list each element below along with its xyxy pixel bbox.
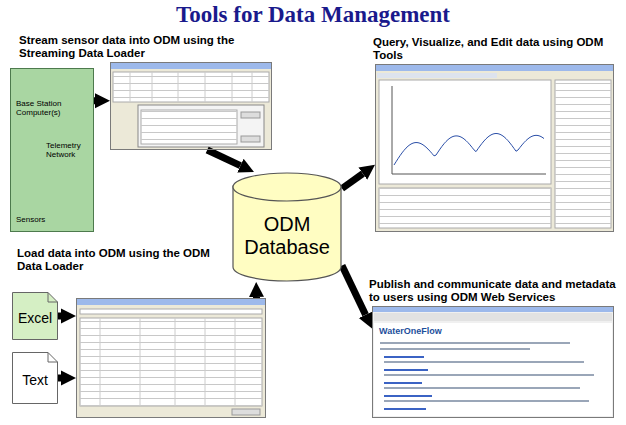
data-loader-window xyxy=(232,409,260,415)
streaming-loader-window xyxy=(130,72,252,102)
streaming-loader-window xyxy=(113,72,269,102)
streaming-loader-window xyxy=(178,72,179,102)
data-loader-window xyxy=(100,318,235,406)
web-services-screenshot: Publish and communicate data and metadat… xyxy=(372,306,614,418)
odm-tools-window xyxy=(375,64,614,232)
odm-tools-screenshot: Query, Visualize, and Edit data using OD… xyxy=(375,64,614,232)
odm-tools-window xyxy=(375,64,614,71)
web-services-window xyxy=(384,361,584,363)
flow-arrow xyxy=(58,313,61,320)
data-loader-window xyxy=(235,318,236,406)
odm-tools-window xyxy=(379,188,551,228)
web-services-window xyxy=(384,374,594,376)
cylinder-top xyxy=(233,173,341,201)
web-services-window xyxy=(380,342,570,344)
web-services-window xyxy=(384,400,589,402)
data-loader-window xyxy=(205,318,206,406)
inner-label: Telemetry Network xyxy=(46,141,92,159)
data-loader-window xyxy=(76,298,266,418)
odm-tools-window xyxy=(377,73,497,78)
streaming-loader-window xyxy=(113,72,269,102)
web-services-window xyxy=(380,342,594,410)
heading-text: Publish and communicate data and metadat… xyxy=(369,278,617,304)
streaming-loader-window xyxy=(141,110,237,144)
odm-tools-window xyxy=(379,80,551,184)
excel-file: Excel xyxy=(12,292,58,340)
heading-text: Load data into ODM using the ODM Data Lo… xyxy=(17,247,222,273)
web-services-window xyxy=(372,306,614,418)
flow-arrow xyxy=(58,375,61,382)
web-services-window xyxy=(372,306,614,418)
streaming-loader-window xyxy=(110,62,272,150)
odm-tools-window xyxy=(379,188,551,228)
odm-tools-window xyxy=(392,86,393,174)
inner-label: Sensors xyxy=(16,215,90,224)
node-label: ODM Database xyxy=(236,195,338,259)
data-loader-window xyxy=(76,298,266,418)
flow-arrow xyxy=(207,150,240,166)
web-services-window xyxy=(384,356,424,358)
odm-tools-window xyxy=(555,80,611,228)
heading-text: Stream sensor data into ODM using the St… xyxy=(19,34,274,60)
data-loader-window xyxy=(76,298,266,305)
streaming-loader-window xyxy=(141,110,237,144)
document-fold xyxy=(48,293,58,303)
data-loader-screenshot: Load data into ODM using the ODM Data Lo… xyxy=(76,298,266,418)
heading-text: Query, Visualize, and Edit data using OD… xyxy=(373,36,618,62)
web-services-window xyxy=(380,348,530,350)
text-file: Text xyxy=(12,352,58,404)
inner-label: Base Station Computer(s) xyxy=(16,99,90,117)
odm-tools-window xyxy=(555,80,611,228)
streaming-loader-window xyxy=(252,72,253,102)
odm-tools-window xyxy=(375,64,614,232)
web-services-window xyxy=(384,369,428,371)
data-loader-window xyxy=(80,318,262,406)
streaming-loader-window xyxy=(241,112,260,118)
data-loader-window xyxy=(80,318,262,406)
streaming-loader-window xyxy=(110,62,272,69)
streaming-loader-window xyxy=(232,72,233,102)
flow-arrow xyxy=(342,266,366,315)
odm-tools-window xyxy=(392,174,546,175)
chart-trace xyxy=(394,133,544,165)
streaming-loader-window xyxy=(110,62,272,150)
streaming-loader-window xyxy=(152,72,153,102)
streaming-loader-window xyxy=(241,136,260,142)
web-services-window xyxy=(374,323,612,416)
streaming-loader-window xyxy=(138,105,264,147)
sensor-network-panel: Base Station Computer(s) Telemetry Networ… xyxy=(10,68,94,232)
web-services-window xyxy=(384,395,432,397)
web-services-window xyxy=(374,313,612,321)
database-cylinder: ODM Database xyxy=(232,172,342,282)
document-page xyxy=(13,293,58,340)
diagram-title: Tools for Data Management xyxy=(0,2,626,28)
data-loader-window xyxy=(140,318,141,406)
odm-tools-window xyxy=(394,133,544,165)
node-label: Excel xyxy=(18,306,52,326)
inner-label: WaterOneFlow xyxy=(379,326,499,336)
streaming-loader-screenshot: Stream sensor data into ODM using the St… xyxy=(110,62,272,150)
document-fold xyxy=(48,353,58,363)
web-services-window xyxy=(384,408,426,410)
streaming-loader-window xyxy=(205,72,206,102)
node-label: Text xyxy=(22,368,48,388)
streaming-loader-window xyxy=(130,72,131,102)
web-services-window xyxy=(384,382,422,384)
flow-arrow xyxy=(94,97,95,104)
document-page xyxy=(13,353,58,404)
data-loader-window xyxy=(175,318,176,406)
flow-arrow xyxy=(342,174,363,189)
data-loader-window xyxy=(80,309,262,314)
web-services-window xyxy=(384,387,580,389)
data-loader-window xyxy=(100,318,101,406)
